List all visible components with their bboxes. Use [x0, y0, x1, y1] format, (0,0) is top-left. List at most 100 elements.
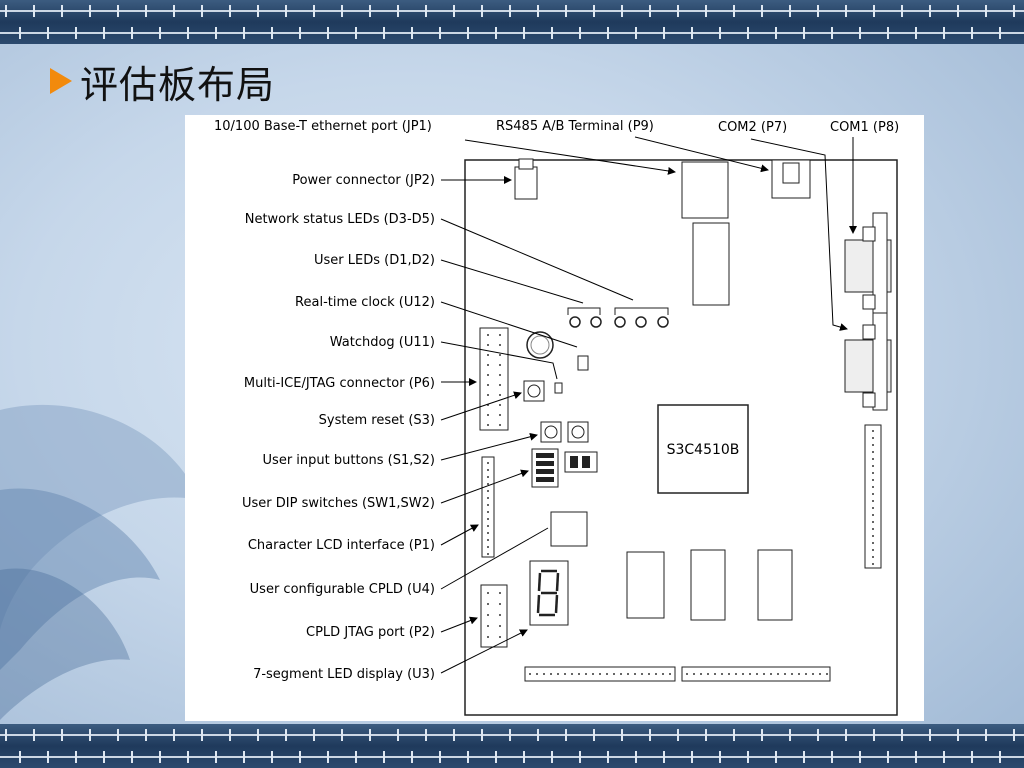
lcd-header-pin — [487, 539, 489, 541]
cpld-jtag-pin — [487, 603, 489, 605]
leader-ethernet-port — [464, 139, 676, 175]
expansion-header-pin — [564, 673, 566, 675]
jtag-header-pin — [499, 374, 501, 376]
expansion-header-pin — [728, 673, 730, 675]
label-character-lcd: Character LCD interface (P1) — [248, 538, 435, 553]
expansion-header-pin — [634, 673, 636, 675]
lcd-header-pin — [487, 518, 489, 520]
jtag-header-pin — [487, 334, 489, 336]
expansion-header-pin — [770, 673, 772, 675]
cpu-label: S3C4510B — [667, 442, 740, 458]
leader-rs485 — [634, 136, 769, 173]
expansion-header-pin — [872, 500, 874, 502]
expansion-header-pin — [872, 465, 874, 467]
expansion-header-pin — [791, 673, 793, 675]
label-ethernet-port: 10/100 Base-T ethernet port (JP1) — [214, 119, 432, 134]
expansion-header-pin — [655, 673, 657, 675]
expansion-header-pin — [543, 673, 545, 675]
jtag-header-pin — [487, 364, 489, 366]
lcd-header-pin — [487, 553, 489, 555]
jtag-header-pin — [487, 404, 489, 406]
user-input-button-s1-cap — [544, 425, 558, 439]
cpld-jtag-pin — [499, 614, 501, 616]
expansion-header-pin — [627, 673, 629, 675]
expansion-header-pin — [872, 507, 874, 509]
label-user-leds: User LEDs (D1,D2) — [314, 253, 435, 268]
lcd-header-pin — [487, 483, 489, 485]
ethernet-transformer — [692, 222, 730, 306]
real-time-clock-chip — [577, 355, 589, 371]
expansion-header-pin — [578, 673, 580, 675]
top-decorative-band — [0, 0, 1024, 44]
bottom-decorative-band — [0, 724, 1024, 768]
label-network-leds: Network status LEDs (D3-D5) — [245, 212, 435, 227]
expansion-header-pin — [777, 673, 779, 675]
jtag-header-pin — [487, 344, 489, 346]
cpld-jtag-pin — [499, 603, 501, 605]
expansion-header-pin — [756, 673, 758, 675]
slide-title: 评估板布局 — [80, 62, 276, 107]
expansion-header-pin — [742, 673, 744, 675]
jtag-header-pin — [487, 414, 489, 416]
user-input-button-s2-cap — [571, 425, 585, 439]
watchdog-chip — [554, 382, 563, 394]
lcd-header-pin — [487, 504, 489, 506]
expansion-header-pin — [669, 673, 671, 675]
label-real-time-clock: Real-time clock (U12) — [295, 295, 435, 310]
lcd-header-pin — [487, 497, 489, 499]
network-led-d3 — [614, 316, 626, 328]
network-led-d5 — [657, 316, 669, 328]
expansion-header-pin — [529, 673, 531, 675]
ethernet-port — [681, 161, 729, 219]
arrow-bullet-icon — [50, 68, 72, 94]
system-reset-button-cap — [527, 384, 541, 398]
expansion-header-pin — [798, 673, 800, 675]
user-led-d2 — [590, 316, 602, 328]
lcd-header-pin — [487, 490, 489, 492]
top-band-pattern — [0, 5, 1024, 39]
expansion-header-pin — [620, 673, 622, 675]
board-diagram-svg: S3C4510B 10/100 Base-T ether — [214, 119, 899, 716]
expansion-header-pin — [826, 673, 828, 675]
lcd-header-pin — [487, 532, 489, 534]
expansion-header-pin — [648, 673, 650, 675]
jtag-header-pin — [499, 364, 501, 366]
leader-rtc — [440, 301, 578, 348]
leader-seven-segment — [440, 629, 528, 674]
user-led-bracket — [567, 307, 601, 315]
user-led-d1 — [569, 316, 581, 328]
jtag-header-pin — [499, 344, 501, 346]
expansion-header-pin — [812, 673, 814, 675]
com2-connector-screw — [862, 392, 876, 408]
cpld-jtag-header — [480, 584, 508, 648]
expansion-header-pin — [872, 549, 874, 551]
com1-connector-screw — [862, 226, 876, 242]
jtag-header-pin — [499, 394, 501, 396]
expansion-header-pin — [700, 673, 702, 675]
label-jtag-connector: Multi-ICE/JTAG connector (P6) — [244, 376, 435, 391]
memory-chip — [626, 551, 665, 619]
expansion-header-pin — [606, 673, 608, 675]
memory-chip — [757, 549, 793, 621]
s3c4510b-cpu — [657, 404, 749, 494]
jtag-header-pin — [499, 414, 501, 416]
seven-seg-segment — [554, 594, 559, 614]
seven-seg-segment — [537, 572, 542, 592]
com2-connector-screw — [862, 324, 876, 340]
leader-character-lcd — [440, 524, 479, 546]
expansion-header-pin — [872, 486, 874, 488]
dip-switch-sw1-lever — [536, 469, 554, 474]
lcd-header-pin — [487, 476, 489, 478]
expansion-header-pin — [872, 528, 874, 530]
expansion-header-pin — [592, 673, 594, 675]
jtag-header-pin — [499, 334, 501, 336]
expansion-header-pin — [805, 673, 807, 675]
lcd-header-pin — [487, 462, 489, 464]
leader-system-reset — [440, 391, 522, 421]
expansion-header-pin — [693, 673, 695, 675]
jtag-header-pin — [499, 354, 501, 356]
label-seven-segment: 7-segment LED display (U3) — [253, 667, 435, 682]
expansion-header-pin — [557, 673, 559, 675]
character-lcd-header — [481, 456, 495, 558]
expansion-header-pin — [872, 458, 874, 460]
